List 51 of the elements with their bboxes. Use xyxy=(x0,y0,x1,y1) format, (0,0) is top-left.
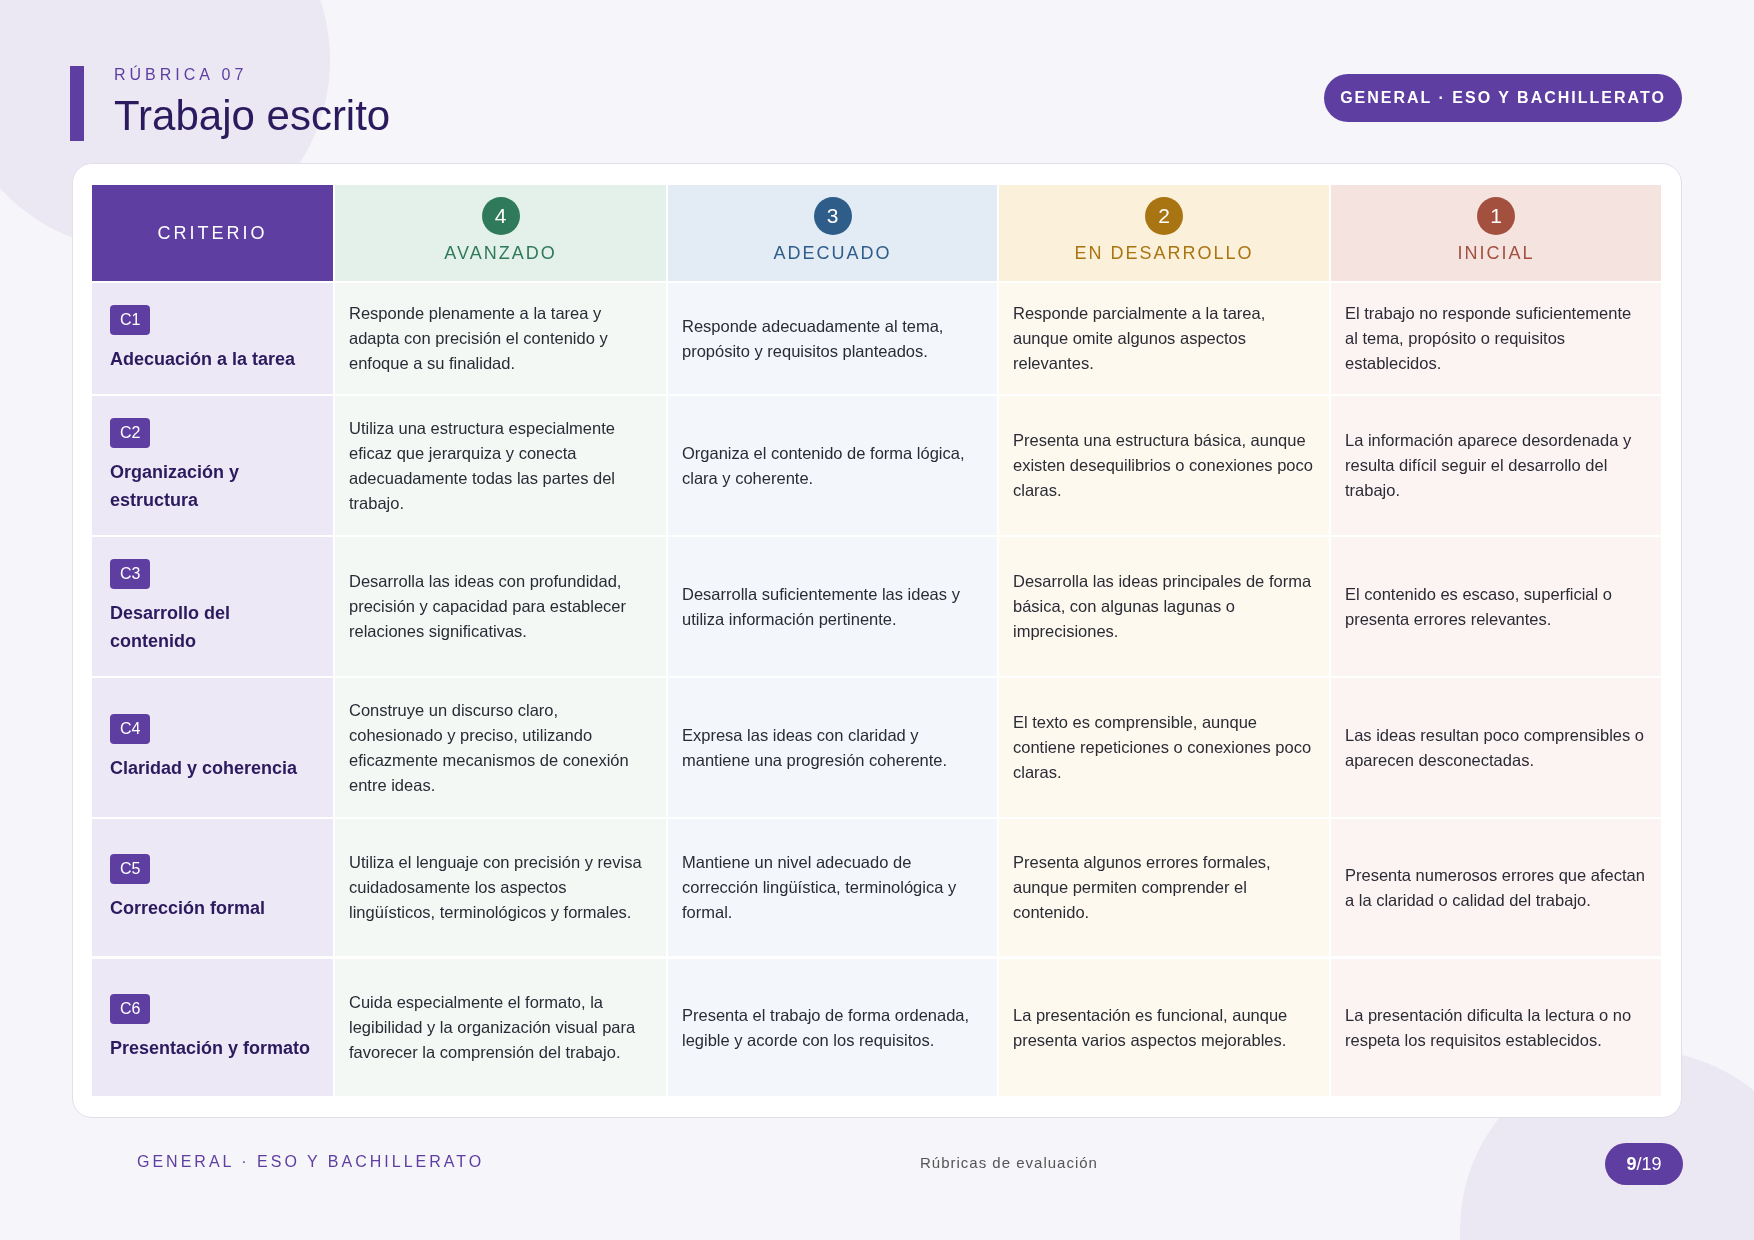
level-number: 2 xyxy=(1145,197,1183,235)
criterion-name: Presentación y formato xyxy=(110,1036,312,1060)
criterion-code: C2 xyxy=(110,417,151,448)
level-number: 4 xyxy=(481,197,520,235)
descriptor-text: Desarrolla las ideas principales de forma básica, con algunas lagunas o imprecisiones. xyxy=(999,537,1329,676)
descriptor-text: La presentación dificulta la lectura o no respeta los requisitos establecidos. xyxy=(1331,959,1661,1096)
category-badge: GENERAL · ESO Y BACHILLERATO xyxy=(1324,74,1682,122)
descriptor-text: El contenido es escaso, superficial o presenta errores relevantes. xyxy=(1331,537,1661,676)
criterion-code: C4 xyxy=(110,713,151,744)
level-name: AVANZADO xyxy=(443,243,558,264)
subtitle: RÚBRICA 07 xyxy=(114,66,248,84)
descriptor-text: Las ideas resultan poco comprensibles o aparecen desconectadas. xyxy=(1331,678,1661,817)
footer-text: Rúbricas de evaluación xyxy=(920,1154,1098,1171)
descriptor-text: Mantiene un nivel adecuado de corrección lingüística, terminológica y formal. xyxy=(668,819,997,956)
footer-text: GENERAL · ESO Y BACHILLERATO xyxy=(137,1153,485,1171)
level-number: 3 xyxy=(813,197,852,235)
descriptor-text: La información aparece desordenada y resulta difícil seguir el desarrollo del trabajo. xyxy=(1331,396,1661,535)
descriptor-text: Desarrolla las ideas con profundidad, precisión y capacidad para establecer relaciones significativas. xyxy=(335,537,666,676)
descriptor-text: Presenta el trabajo de forma ordenada, legible y acorde con los requisitos. xyxy=(668,959,997,1096)
criterion-name: Organización y estructura xyxy=(110,460,241,512)
level-name: EN DESARROLLO xyxy=(1073,243,1255,264)
criterion-code: C6 xyxy=(110,993,151,1024)
descriptor-text: Utiliza el lenguaje con precisión y revisa cuidadosamente los aspectos lingüísticos, terminológicos y formales. xyxy=(335,819,666,956)
criterion-name: Claridad y coherencia xyxy=(110,756,299,780)
page-number: 9/19 xyxy=(1605,1143,1683,1185)
criterion-code: C1 xyxy=(110,304,151,335)
descriptor-text: Presenta una estructura básica, aunque existen desequilibrios o conexiones poco claras. xyxy=(999,396,1329,535)
descriptor-text: Presenta algunos errores formales, aunque permiten comprender el contenido. xyxy=(999,819,1329,956)
criterion-code: C5 xyxy=(110,853,151,884)
criterion-name: Corrección formal xyxy=(110,896,267,920)
descriptor-text: Desarrolla suficientemente las ideas y utiliza información pertinente. xyxy=(668,537,997,676)
title: Trabajo escrito xyxy=(114,92,391,140)
descriptor-text: Responde adecuadamente al tema, propósito y requisitos planteados. xyxy=(668,283,997,394)
level-name: ADECUADO xyxy=(772,243,893,264)
descriptor-text: Organiza el contenido de forma lógica, clara y coherente. xyxy=(668,396,997,535)
descriptor-text: Utiliza una estructura especialmente eficaz que jerarquiza y conecta adecuadamente todas las partes del trabajo. xyxy=(335,396,666,535)
descriptor-text: La presentación es funcional, aunque presenta varios aspectos mejorables. xyxy=(999,959,1329,1096)
descriptor-text: Responde plenamente a la tarea y adapta con precisión el contenido y enfoque a su finalidad. xyxy=(335,283,666,394)
descriptor-text: Responde parcialmente a la tarea, aunque omite algunos aspectos relevantes. xyxy=(999,283,1329,394)
descriptor-text: Expresa las ideas con claridad y mantiene una progresión coherente. xyxy=(668,678,997,817)
criterion-code: C3 xyxy=(110,558,151,589)
level-number: 1 xyxy=(1477,197,1515,235)
level-name: INICIAL xyxy=(1456,243,1536,264)
criterion-name: Adecuación a la tarea xyxy=(110,347,297,371)
descriptor-text: Presenta numerosos errores que afectan a la claridad o calidad del trabajo. xyxy=(1331,819,1661,956)
descriptor-text: Cuida especialmente el formato, la legibilidad y la organización visual para favorecer la comprensión del trabajo. xyxy=(335,959,666,1096)
criterion-name: Desarrollo del contenido xyxy=(110,601,232,653)
descriptor-text: El texto es comprensible, aunque contiene repeticiones o conexiones poco claras. xyxy=(999,678,1329,817)
header-cell: CRITERIO xyxy=(92,185,333,281)
descriptor-text: Construye un discurso claro, cohesionado y preciso, utilizando eficazmente mecanismos de conexión entre ideas. xyxy=(335,678,666,817)
descriptor-text: El trabajo no responde suficientemente al tema, propósito o requisitos establecidos. xyxy=(1331,283,1661,394)
